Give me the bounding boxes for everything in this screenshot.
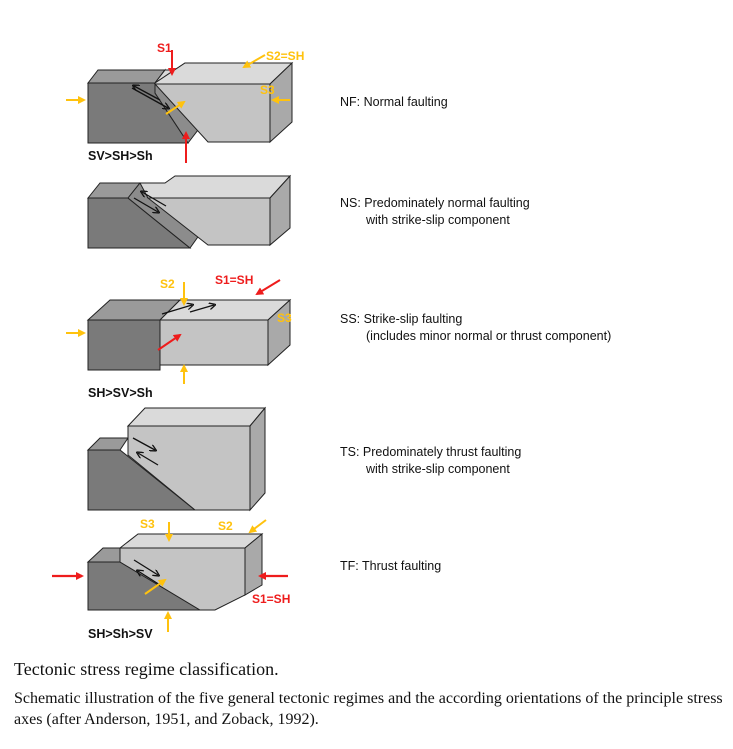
stress-arrows-strike-slip: [66, 279, 281, 384]
label-nf-s2: S2=SH: [266, 49, 304, 63]
label-tf-s2: S2: [218, 519, 233, 533]
regime-tf-title: TF: Thrust faulting: [340, 559, 442, 573]
label-ss-s3: S3: [277, 311, 292, 325]
regime-label-ns: NS: Predominately normal faulting with s…: [340, 195, 530, 229]
stress-order-ss: SH>SV>Sh: [88, 386, 153, 400]
stress-arrows-normal-faulting: [66, 50, 290, 163]
stress-arrows-thrust-faulting: [52, 519, 288, 632]
regime-ns-title: NS: Predominately normal faulting: [340, 196, 530, 210]
regime-ts-title: TS: Predominately thrust faulting: [340, 445, 522, 459]
regime-ns-subtitle: with strike-slip component: [366, 213, 510, 227]
regime-ts-subtitle: with strike-slip component: [366, 462, 510, 476]
label-tf-s3: S3: [140, 517, 155, 531]
stress-order-nf: SV>SH>Sh: [88, 149, 153, 163]
label-nf-s1: S1: [157, 41, 172, 55]
regime-label-ts: TS: Predominately thrust faulting with s…: [340, 444, 521, 478]
caption-text: Schematic illustration of the five gener…: [14, 690, 723, 728]
block-strike-slip: [86, 298, 292, 371]
regime-nf-title: NF: Normal faulting: [340, 95, 448, 109]
block-thrust-strike-slip: [86, 406, 267, 512]
label-ss-s1: S1=SH: [215, 273, 253, 287]
regime-ss-title: SS: Strike-slip faulting: [340, 312, 463, 326]
block-thrust-faulting: [86, 532, 264, 611]
regime-ss-subtitle: (includes minor normal or thrust compone…: [366, 329, 612, 343]
regime-label-nf: NF: Normal faulting: [340, 94, 448, 111]
stress-order-tf: SH>Sh>SV: [88, 627, 153, 641]
block-normal-faulting: [86, 61, 294, 144]
regime-label-tf: TF: Thrust faulting: [340, 558, 441, 575]
caption-title: Tectonic stress regime classification.: [14, 659, 279, 679]
regime-label-ss: SS: Strike-slip faulting (includes minor…: [340, 311, 611, 345]
label-nf-s3: S3: [260, 83, 275, 97]
block-normal-strike-slip: [86, 174, 292, 249]
label-tf-s1: S1=SH: [252, 592, 290, 606]
label-ss-s2: S2: [160, 277, 175, 291]
